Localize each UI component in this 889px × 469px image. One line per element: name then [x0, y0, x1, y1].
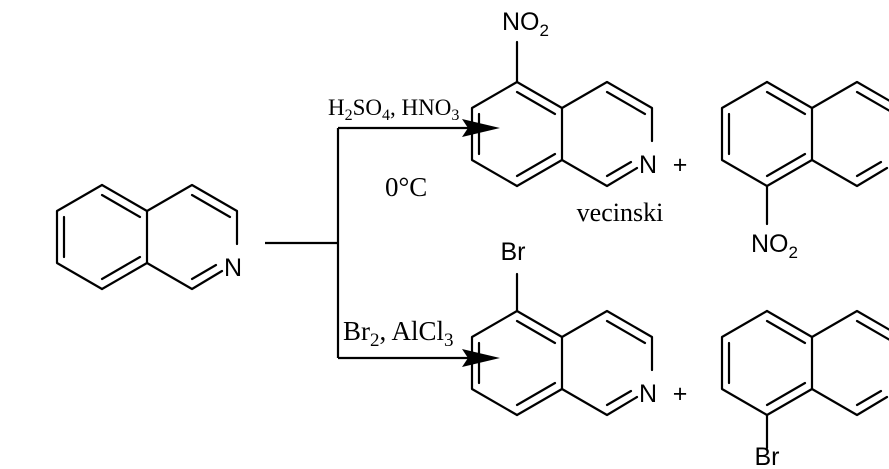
plus-sign-bromination: + — [673, 380, 688, 408]
product1-nitrogen-label: N — [639, 151, 657, 179]
product-8-nitroisoquinoline: N — [720, 80, 889, 226]
isoquinoline-outer-bonds — [100, 183, 239, 291]
isoquinoline-benzo-ring — [55, 183, 104, 291]
isoquinoline-inner-bonds — [62, 193, 142, 259]
product4-bromine-label: Br — [755, 443, 780, 469]
reagent-condition-temperature: 0°C — [385, 172, 427, 202]
plus-sign-nitration: + — [673, 151, 688, 179]
major-product-caption: vecinski — [577, 198, 664, 227]
product3-bromine-label: Br — [501, 238, 526, 266]
product1-nitro-group-label: NO2 — [502, 8, 549, 40]
isoquinoline-nitrogen-label: N — [224, 254, 242, 282]
isoquinoline-reactant: N — [55, 183, 242, 291]
product-5-nitroisoquinoline: N — [470, 40, 657, 188]
product3-nitrogen-label: N — [639, 380, 657, 408]
isoquinoline-double-bonds — [100, 193, 232, 281]
reagents-nitration: H2SO4, HNO3 — [328, 95, 459, 124]
product-5-bromoisoquinoline: N — [470, 272, 657, 417]
reagents-bromination: Br2, AlCl3 — [343, 316, 454, 351]
product-8-bromoisoquinoline: N — [720, 309, 889, 450]
product2-nitro-group-label: NO2 — [751, 230, 798, 262]
